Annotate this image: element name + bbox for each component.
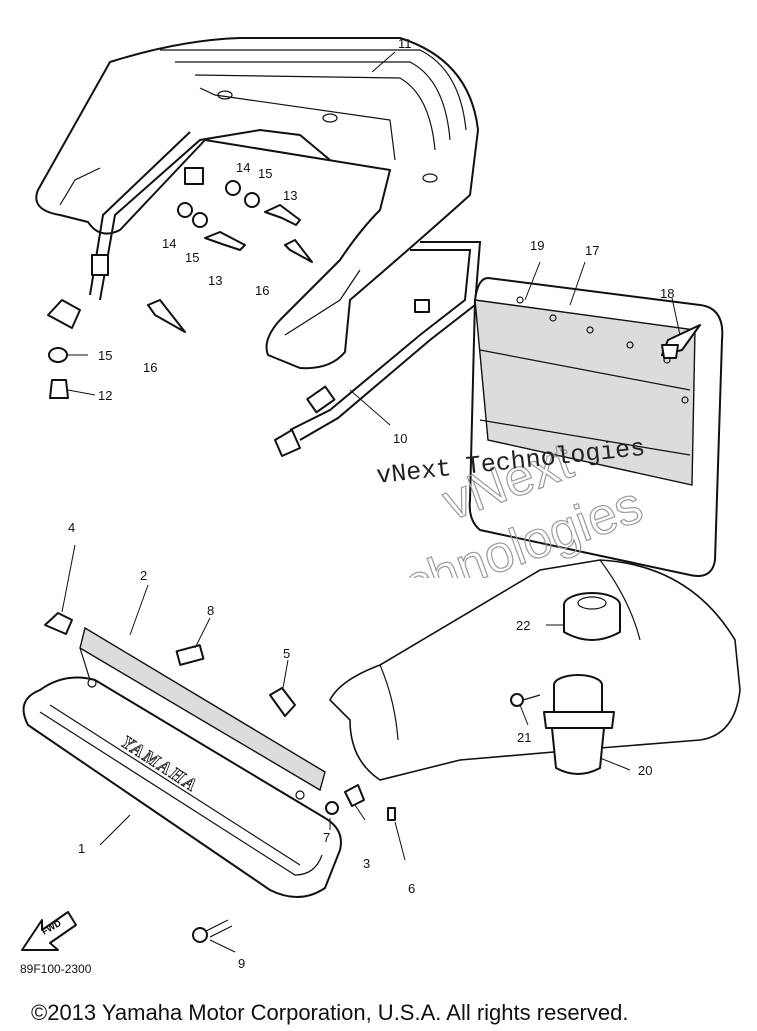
- hull-body: [329, 559, 741, 781]
- callout-8: 8: [207, 603, 214, 618]
- callout-15a: 15: [258, 166, 272, 181]
- callout-22: 22: [516, 618, 530, 633]
- callout-4: 4: [68, 520, 75, 535]
- callout-16b: 16: [143, 360, 157, 375]
- callout-15b: 15: [185, 250, 199, 265]
- fwd-arrow-icon: FWD: [21, 911, 77, 951]
- screw-part-9: [192, 919, 233, 943]
- callout-16a: 16: [255, 283, 269, 298]
- rivet-part-18: [661, 324, 701, 359]
- callout-labels: 11 14 15 13 14 15 13 16 19 17 18 15 16 1…: [68, 36, 674, 971]
- callout-2: 2: [140, 568, 147, 583]
- copyright-notice: ©2013 Yamaha Motor Corporation, U.S.A. A…: [31, 1000, 629, 1025]
- callout-14b: 14: [162, 236, 176, 251]
- cap-part-22: [563, 592, 621, 641]
- grab-handle-part-11: [35, 37, 479, 370]
- callout-13a: 13: [283, 188, 297, 203]
- callout-18: 18: [660, 286, 674, 301]
- callout-20: 20: [638, 763, 652, 778]
- callout-17: 17: [585, 243, 599, 258]
- small-parts-3-9: [44, 612, 396, 943]
- callout-10: 10: [393, 431, 407, 446]
- cover-part-1: YAMAHA: [22, 676, 342, 898]
- plate-part-17: [468, 277, 724, 577]
- watermark-outline: vNext Technologies: [344, 431, 650, 578]
- callout-12: 12: [98, 388, 112, 403]
- callout-1: 1: [78, 841, 85, 856]
- callout-21: 21: [517, 730, 531, 745]
- leader-lines: [61, 51, 681, 953]
- callout-5: 5: [283, 646, 290, 661]
- callout-14a: 14: [236, 160, 250, 175]
- callout-3: 3: [363, 856, 370, 871]
- callout-6: 6: [408, 881, 415, 896]
- diagram-code: 89F100-2300: [20, 962, 92, 976]
- callout-9: 9: [238, 956, 245, 971]
- screw-part-21: [510, 693, 541, 707]
- callout-19: 19: [530, 238, 544, 253]
- callout-7: 7: [323, 830, 330, 845]
- fitting-part-20: [543, 674, 615, 775]
- callout-13b: 13: [208, 273, 222, 288]
- fastener-group-12-16: [48, 180, 313, 399]
- frame-rod-part-10: [47, 128, 482, 457]
- callout-15c: 15: [98, 348, 112, 363]
- bracket-part-2: [79, 626, 326, 800]
- callout-11: 11: [398, 36, 412, 51]
